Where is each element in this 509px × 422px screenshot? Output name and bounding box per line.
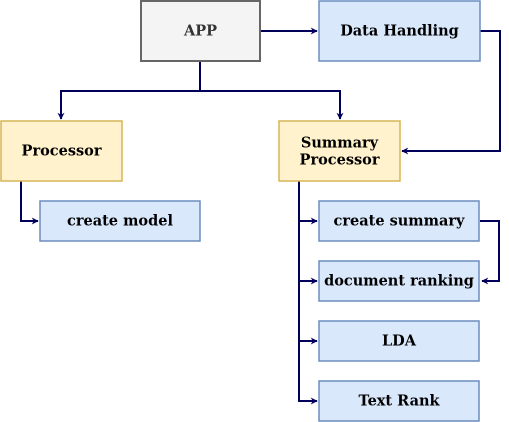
edge-app-to-summary-processor [200, 90, 344, 120]
edge-processor-to-create-model [20, 181, 39, 225]
node-data-handling-label: Data Handling [340, 23, 459, 40]
node-create-summary: create summary [318, 200, 480, 242]
edge-summary-to-text-rank [298, 341, 318, 405]
node-document-ranking: document ranking [318, 260, 480, 302]
node-document-ranking-label: document ranking [324, 273, 474, 290]
node-lda-label: LDA [382, 333, 417, 350]
node-text-rank-label: Text Rank [358, 393, 440, 410]
node-app-label: APP [183, 23, 217, 40]
node-summary-processor: Summary Processor [278, 120, 401, 182]
node-data-handling: Data Handling [318, 0, 481, 62]
node-summary-processor-label-line2: Processor [300, 152, 380, 169]
edge-summary-to-create-summary [298, 181, 318, 225]
node-summary-processor-label-line1: Summary [301, 135, 379, 152]
node-processor-label: Processor [22, 143, 102, 160]
node-text-rank: Text Rank [318, 380, 480, 422]
edge-data-handling-to-summary-processor [401, 30, 501, 155]
node-create-model-label: create model [67, 213, 173, 230]
edge-summary-to-document-ranking [298, 221, 318, 285]
node-lda: LDA [318, 320, 480, 362]
edge-create-summary-to-document-ranking [480, 220, 500, 285]
edge-summary-to-lda [298, 281, 318, 345]
node-app: APP [140, 0, 261, 62]
node-create-summary-label: create summary [334, 213, 465, 230]
node-create-model: create model [39, 200, 201, 242]
node-processor: Processor [0, 120, 123, 182]
edge-app-to-processor [57, 61, 201, 120]
